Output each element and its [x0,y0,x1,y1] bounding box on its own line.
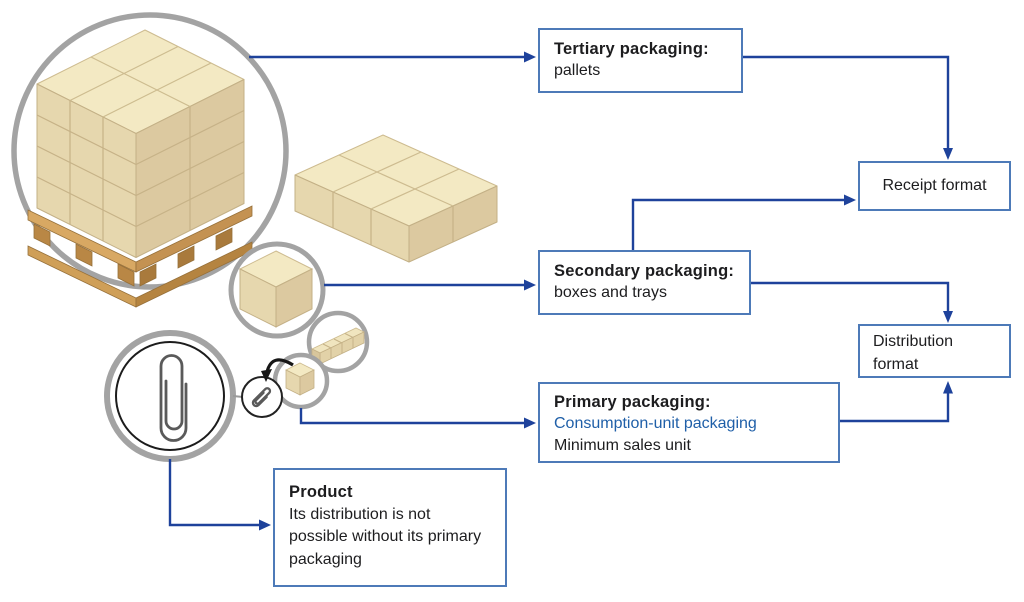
pallet-circle-illustration [11,12,289,308]
arrowhead [259,519,271,531]
tertiary-packaging-box: Tertiary packaging: pallets [538,28,743,93]
unit-pack-strip-illustration [306,310,370,374]
product-box: Product Its distribution is not possible… [273,468,507,587]
receipt-format-box: Receipt format [858,161,1011,211]
zoom-curved-arrow [261,358,294,382]
primary-highlight: Consumption-unit packaging [554,415,757,432]
arrow-paperclip-to-product [168,459,259,527]
product-title: Product [289,483,353,501]
arrowhead [524,279,536,291]
distribution-label: Distribution format [873,333,954,373]
secondary-packaging-box: Secondary packaging: boxes and trays [538,250,751,315]
arrow-unitbox-to-primary [299,408,524,425]
arrow-primary-to-distribution [840,393,950,423]
paperclip-icon [159,354,188,442]
arrowhead [943,381,953,394]
primary-packaging-box: Primary packaging: Consumption-unit pack… [538,382,840,463]
product-body: Its distribution is not possible without… [289,505,482,568]
arrowhead [943,148,953,160]
tertiary-title: Tertiary packaging: [554,40,709,58]
primary-body: Minimum sales unit [554,437,691,454]
arrow-secondary-to-distribution [751,281,950,311]
distribution-format-box: Distribution format [858,324,1011,378]
primary-title: Primary packaging: [554,393,711,411]
secondary-title: Secondary packaging: [554,262,735,280]
single-box-illustration [228,241,326,339]
arrowhead [943,311,953,323]
secondary-body: boxes and trays [554,284,667,301]
tertiary-body: pallets [554,62,601,79]
tray-of-boxes-illustration [294,134,498,263]
paperclip-product-illustration [104,330,236,462]
paperclip-detail-icon [241,376,283,418]
arrow-tertiary-to-receipt [743,55,950,148]
pallet-stack-illustration [36,29,245,258]
arrow-secondary-to-receipt [631,198,844,250]
arrowhead [844,194,856,206]
arrowhead [524,51,536,63]
arrowhead [524,417,536,429]
wooden-pallet-illustration [27,205,253,308]
receipt-label: Receipt format [882,177,987,194]
